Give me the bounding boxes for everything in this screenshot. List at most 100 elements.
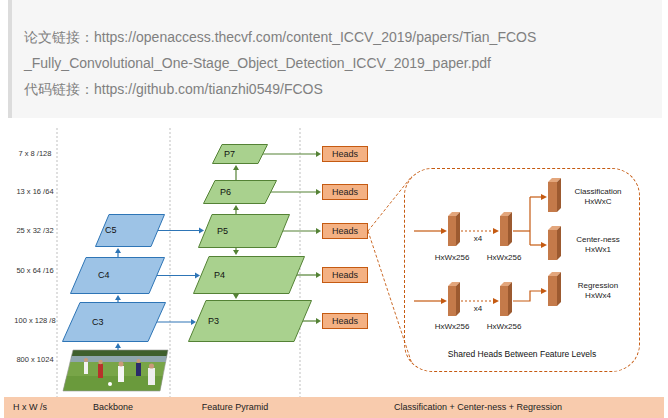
arrowhead (233, 294, 239, 299)
level-label: C4 (98, 257, 110, 294)
arrow-connector (263, 151, 321, 157)
backbone-stage: C5 (95, 214, 165, 247)
parallelogram-shape (198, 214, 290, 248)
heads-box: Heads (322, 223, 368, 239)
parallelogram-shape (70, 257, 165, 294)
arrowhead (191, 319, 196, 325)
arrowhead (316, 228, 321, 234)
head-arrows (414, 197, 542, 301)
parallelogram-shape (212, 144, 268, 164)
section-label: Backbone (93, 397, 133, 418)
link-note: 论文链接：https://openaccess.thecvf.com/conte… (8, 0, 662, 118)
output-cube (548, 226, 561, 260)
link-text: 代码链接：https://github.com/tianzhi0549/FCOS (24, 76, 648, 102)
feature-cube (500, 282, 512, 316)
tensor-label: HxWx256 (482, 253, 526, 263)
level-label: C5 (105, 214, 117, 247)
arrow-connector (271, 189, 321, 195)
backbone-stage: C3 (62, 302, 166, 342)
arrow-connector (233, 294, 239, 299)
connector-line (117, 300, 118, 302)
connector-line (303, 320, 316, 321)
output-cube (548, 178, 561, 212)
level-label: P5 (217, 214, 228, 248)
heads-label: Heads (332, 226, 358, 236)
scale-label: 50 x 64 /16 (8, 266, 62, 276)
parallelogram-outline (194, 257, 305, 294)
feature-cube (500, 212, 512, 246)
column-separator (57, 128, 58, 397)
parallelogram-outline (189, 301, 312, 342)
parallelogram-outline (213, 145, 268, 164)
arrow-connector (233, 205, 239, 214)
section-label: Classification + Center-ness + Regressio… (394, 397, 562, 418)
pyramid-level: P7 (212, 144, 268, 164)
repeat-label: x4 (466, 234, 490, 244)
parallelogram-outline (96, 215, 165, 247)
section-label: H x W /s (13, 397, 47, 418)
arrow-connector (115, 295, 121, 302)
level-label: C3 (92, 302, 104, 342)
input-photo (60, 350, 172, 392)
heads-label: Heads (332, 270, 358, 280)
connector-line (235, 248, 236, 250)
tensor-label: Center-ness HxWx1 (566, 235, 630, 255)
output-cube (548, 272, 561, 306)
repeat-label: x4 (466, 304, 490, 314)
arrowhead (195, 273, 200, 279)
pyramid-level: P4 (193, 256, 305, 294)
heads-box: Heads (322, 184, 368, 200)
scale-label: 25 x 32 /32 (8, 226, 62, 236)
level-label: P6 (220, 180, 231, 204)
pyramid-level: P5 (198, 214, 290, 248)
parallelogram-shape (188, 300, 312, 342)
heads-box: Heads (322, 267, 368, 283)
region-caption: Shared Heads Between Feature Levels (405, 349, 639, 359)
heads-label: Heads (332, 316, 358, 326)
scale-label: 7 x 8 /128 (8, 149, 62, 159)
arrow-connector (157, 319, 196, 325)
column-separator (170, 128, 171, 397)
tensor-label: Classification HxWxC (566, 187, 630, 207)
arrow-connector (297, 272, 321, 278)
arrowhead (233, 205, 239, 210)
parallelogram-outline (63, 303, 166, 342)
connector-line (235, 170, 236, 180)
pyramid-level: P3 (188, 300, 312, 342)
connector-line (271, 191, 316, 192)
arrow-connector (233, 165, 239, 180)
heads-label: Heads (332, 149, 358, 159)
parallelogram-outline (199, 215, 290, 248)
arrowhead (316, 189, 321, 195)
feature-cube (448, 212, 460, 246)
tensor-label: HxWx256 (430, 253, 474, 263)
head-arrowheads (441, 194, 547, 304)
scale-label: 800 x 1024 (8, 355, 62, 365)
parallelogram-outline (204, 181, 277, 204)
arrowhead (233, 165, 239, 170)
connector-line (117, 253, 118, 257)
connector-line (368, 176, 412, 231)
dashed-link (368, 231, 412, 364)
photo-frame (63, 350, 168, 391)
arrow-connector (233, 248, 239, 255)
arrow-connector (158, 228, 204, 234)
image-arrowhead (115, 343, 121, 348)
feature-cube (448, 282, 460, 316)
parallelogram-shape (193, 256, 305, 294)
section-label: Feature Pyramid (202, 397, 269, 418)
arrowhead (316, 318, 321, 324)
scale-label: 13 x 16 /64 (8, 187, 62, 197)
parallelogram-shape (62, 302, 166, 342)
tensor-label: Regression HxWx4 (566, 281, 630, 301)
connector-line (368, 231, 412, 364)
connector-line (158, 230, 199, 231)
arrow-connector (157, 273, 200, 279)
level-label: P3 (208, 300, 219, 342)
level-label: P7 (224, 144, 235, 164)
connector-line (297, 274, 316, 275)
heads-label: Heads (332, 187, 358, 197)
level-label: P4 (214, 256, 225, 294)
connector-line (283, 230, 316, 231)
connector-line (235, 210, 236, 214)
